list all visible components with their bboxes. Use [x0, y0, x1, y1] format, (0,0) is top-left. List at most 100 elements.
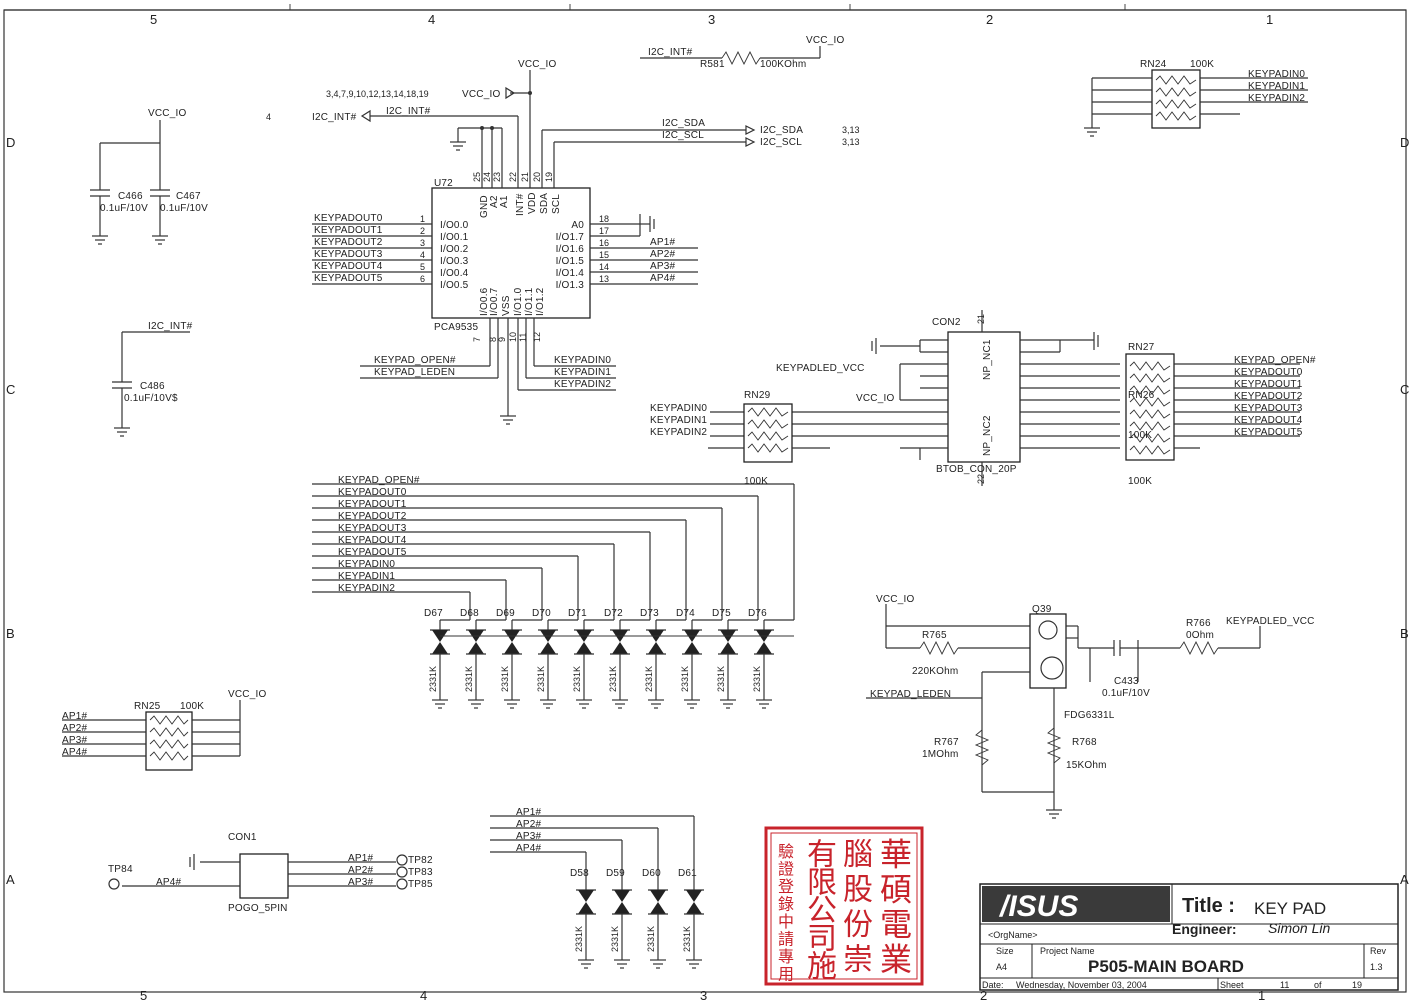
- diode-ref: D59: [606, 868, 625, 879]
- diode-ref: D71: [568, 608, 587, 619]
- col-label: 3: [700, 988, 707, 1000]
- pin-number: 22: [508, 172, 518, 182]
- net-label: KEYPADOUT5: [338, 547, 407, 558]
- net-label: KEYPADOUT3: [338, 523, 407, 534]
- sheet-total: 19: [1352, 980, 1362, 990]
- engineer-value: Simon Lin: [1268, 920, 1330, 936]
- net-label: KEYPADOUT4: [1234, 415, 1303, 426]
- c466-c467-block: [90, 120, 170, 245]
- sheet-label: Sheet: [1220, 980, 1244, 990]
- pin-number: 19: [544, 172, 554, 182]
- component-value: 0.1uF/10V: [1102, 688, 1150, 699]
- row-label: D: [1400, 135, 1409, 150]
- q39-block: [866, 604, 1261, 819]
- net-label: VCC_IO: [518, 59, 556, 70]
- stamp-glyph: 施: [807, 950, 837, 985]
- sheet-ref: 3,4,7,9,10,12,13,14,18,19: [326, 89, 429, 99]
- diode-part: 2331K: [752, 666, 762, 692]
- net-label: KEYPADIN0: [338, 559, 395, 570]
- component-value: 100K: [744, 476, 768, 487]
- r581: [640, 46, 821, 66]
- rn24: [1084, 69, 1308, 137]
- net-label: KEYPADIN2: [554, 379, 611, 390]
- row-label: A: [1400, 872, 1409, 887]
- net-label: KEYPADOUT2: [1234, 391, 1303, 402]
- pin-number: 17: [599, 226, 609, 236]
- net-label: I2C_INT#: [148, 321, 193, 332]
- net-label: VCC_IO: [806, 35, 844, 46]
- net-label: KEYPADOUT5: [1234, 427, 1303, 438]
- pin-label: I/O0.2: [440, 244, 469, 255]
- testpoint: TP82: [408, 855, 433, 866]
- diode-part: 2331K: [574, 926, 584, 952]
- col-label: 1: [1258, 988, 1265, 1000]
- rn29: [708, 403, 830, 463]
- pin-number: 25: [472, 172, 482, 182]
- pin-label: I/O0.7: [489, 287, 500, 316]
- net-label: AP4#: [156, 877, 182, 888]
- component-value: 0.1uF/10V: [100, 203, 148, 214]
- component-ref: C486: [140, 381, 165, 392]
- net-label: I2C_INT#: [312, 112, 357, 123]
- pin-label: I/O1.3: [556, 280, 585, 291]
- net-label: VCC_IO: [856, 393, 894, 404]
- title-value: KEY PAD: [1254, 899, 1326, 918]
- stamp-glyph: 華: [880, 836, 912, 874]
- component-part: FDG6331L: [1064, 710, 1115, 721]
- component-ref: R768: [1072, 737, 1097, 748]
- pin-label: NP_NC2: [982, 415, 993, 456]
- pin-number: 6: [420, 274, 425, 284]
- net-label: KEYPADOUT0: [338, 487, 407, 498]
- pin-label: SDA: [539, 193, 550, 214]
- component-ref: RN27: [1128, 342, 1155, 353]
- net-label: KEYPADOUT4: [314, 261, 383, 272]
- component-value: 0.1uF/10V$: [124, 393, 178, 404]
- row-label: B: [1400, 626, 1409, 641]
- pin-label: A0: [571, 220, 584, 231]
- net-label: KEYPADIN2: [338, 583, 395, 594]
- c486-block: [112, 331, 190, 437]
- pin-number: 3: [420, 238, 425, 248]
- pin-label: VDD: [527, 192, 538, 214]
- net-label: AP3#: [516, 831, 542, 842]
- net-label: AP3#: [650, 261, 676, 272]
- stamp-glyph: 碩: [880, 871, 912, 909]
- pin-number: 2: [420, 226, 425, 236]
- stamp-glyph: 司: [807, 922, 837, 957]
- diode-ref: D72: [604, 608, 623, 619]
- pin-number: 21: [520, 172, 530, 182]
- net-label: I2C_SDA: [662, 118, 705, 129]
- net-label: I2C_SCL: [760, 137, 802, 148]
- diode-ref: D73: [640, 608, 659, 619]
- pin-number: 15: [599, 250, 609, 260]
- diode-ref: D76: [748, 608, 767, 619]
- date-value: Wednesday, November 03, 2004: [1016, 980, 1147, 990]
- col-label: 5: [140, 988, 147, 1000]
- net-label: I2C_INT#: [386, 106, 431, 117]
- component-value: 220KOhm: [912, 666, 958, 677]
- pin-number: 1: [420, 214, 425, 224]
- net-label: KEYPADIN2: [1248, 93, 1305, 104]
- net-label: AP1#: [516, 807, 542, 818]
- net-label: VCC_IO: [148, 108, 186, 119]
- net-label: KEYPADOUT1: [314, 225, 383, 236]
- diode-ref: D68: [460, 608, 479, 619]
- pin-label: NP_NC1: [982, 339, 993, 380]
- pin-label: I/O1.0: [513, 287, 524, 316]
- stamp-glyph: 有: [807, 838, 837, 873]
- pin-label: I/O1.5: [556, 256, 585, 267]
- asus-logo: /ISUS: [998, 890, 1078, 923]
- pin-label: I/O1.7: [556, 232, 585, 243]
- component-ref: R767: [934, 737, 959, 748]
- component-value: 100K: [1190, 59, 1214, 70]
- pin-number: 5: [420, 262, 425, 272]
- net-label: KEYPADIN1: [1248, 81, 1305, 92]
- diode-ref: D70: [532, 608, 551, 619]
- net-label: KEYPADOUT3: [314, 249, 383, 260]
